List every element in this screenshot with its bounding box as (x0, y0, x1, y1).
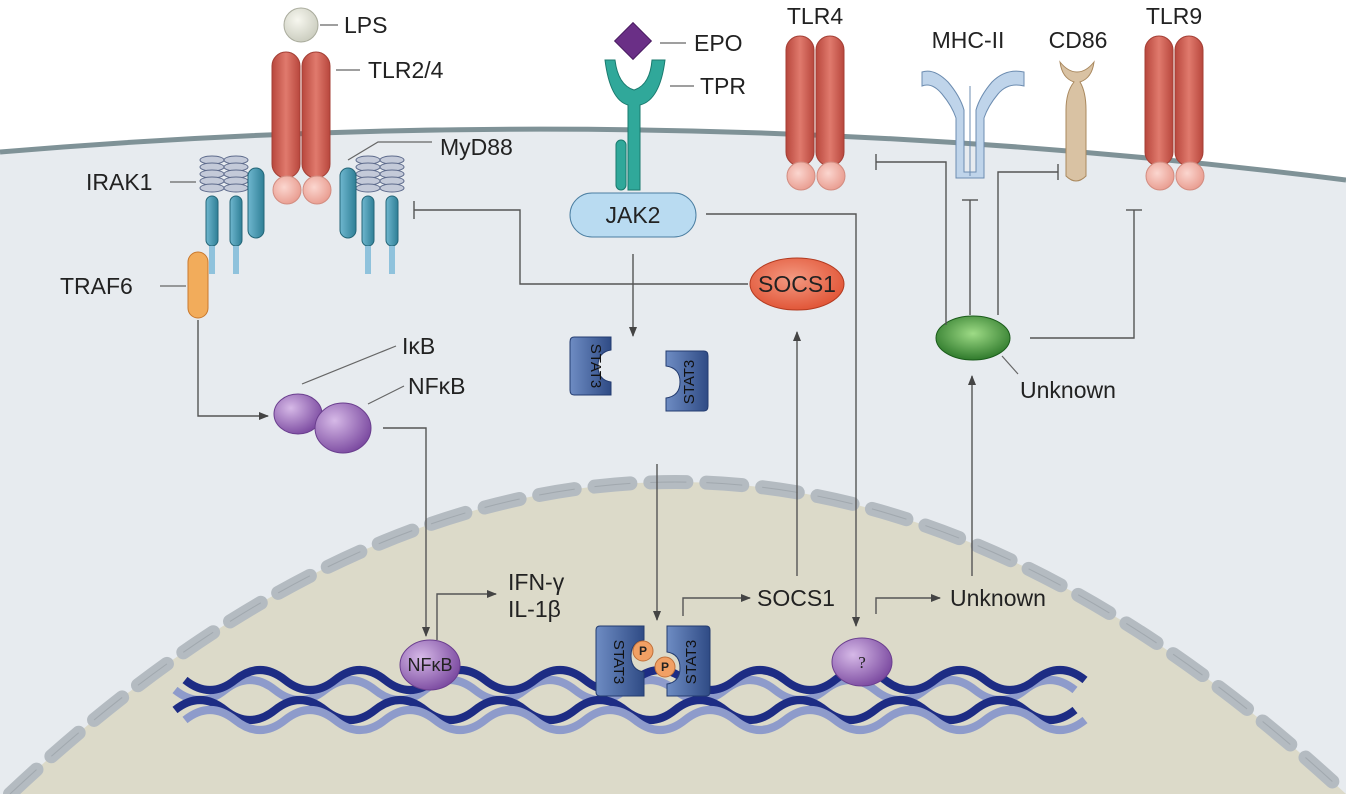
myd88-complex (339, 155, 405, 274)
tlr9-receptor (1144, 35, 1205, 191)
cd86-label: CD86 (1049, 27, 1108, 53)
inhibit-unknown-to-cd86 (997, 171, 1058, 315)
inhibit-unknown-to-tlr4 (876, 161, 947, 325)
unknown-protein (935, 315, 1011, 361)
stat3-monomer-right: STAT3 (665, 350, 709, 412)
svg-text:STAT3: STAT3 (587, 344, 604, 388)
tpr-label: TPR (700, 73, 746, 99)
lps-label: LPS (344, 12, 387, 38)
svg-text:STAT3: STAT3 (681, 360, 698, 404)
mhc2-receptor (921, 70, 1025, 179)
phospho-stat3-dimer: STAT3 STAT3 P P (595, 625, 711, 697)
epo-ligand (613, 21, 653, 61)
il-1b-label: IL-1β (508, 596, 561, 622)
mhc2-label: MHC-II (932, 27, 1005, 53)
stat3-monomer-left: STAT3 (569, 336, 612, 396)
jak2-protein (569, 192, 697, 238)
tlr24-receptor (271, 51, 332, 205)
socs1-protein-label: SOCS1 (758, 271, 836, 297)
irak1-complex (199, 155, 265, 274)
myd88-label: MyD88 (440, 134, 513, 160)
unknown-factor-label: ? (858, 653, 866, 672)
svg-text:P: P (639, 644, 647, 658)
traf6-protein (187, 251, 209, 319)
ikb-label: IκB (402, 333, 435, 359)
jak2-label: JAK2 (606, 202, 661, 228)
irak1-label: IRAK1 (86, 169, 152, 195)
arrow-traf6-to-ikb (197, 320, 269, 420)
nfkb-nuclear (399, 639, 461, 691)
svg-text:STAT3: STAT3 (683, 640, 700, 684)
cd86-receptor (1059, 60, 1095, 182)
nfkb-label: NFκB (408, 373, 466, 399)
nfkb-nuclear-label: NFκB (408, 655, 453, 675)
inhibit-unknown-to-tlr9 (1030, 210, 1135, 339)
tlr24-label: TLR2/4 (368, 57, 444, 83)
unknown-factor (831, 637, 893, 687)
inhibit-socs1-to-myd88 (414, 209, 748, 285)
arrow-nfkb-transcription (436, 590, 497, 640)
tlr4-receptor (785, 35, 846, 191)
arrow-jak2-to-unknown-factor (706, 213, 860, 627)
unknown-gene-label: Unknown (950, 585, 1046, 611)
tlr4-label: TLR4 (787, 3, 843, 29)
svg-text:STAT3: STAT3 (610, 640, 627, 684)
svg-text:P: P (661, 660, 669, 674)
arrow-nfkb-to-nucleus (383, 427, 430, 637)
traf6-label: TRAF6 (60, 273, 133, 299)
arrow-stat3-transcription (682, 594, 751, 616)
lps-ligand (283, 7, 319, 43)
socs1-gene-label: SOCS1 (757, 585, 835, 611)
arrow-unknown-transcription (875, 594, 941, 614)
nuclear-envelope-outline (9, 481, 1346, 794)
ifn-gamma-label: IFN-γ (508, 569, 565, 595)
unknown-protein-label: Unknown (1020, 377, 1116, 403)
epo-label: EPO (694, 30, 743, 56)
tpr-receptor (604, 59, 666, 191)
socs1-protein (749, 257, 845, 311)
ikb-nfkb-complex (273, 393, 372, 454)
tlr9-label: TLR9 (1146, 3, 1202, 29)
